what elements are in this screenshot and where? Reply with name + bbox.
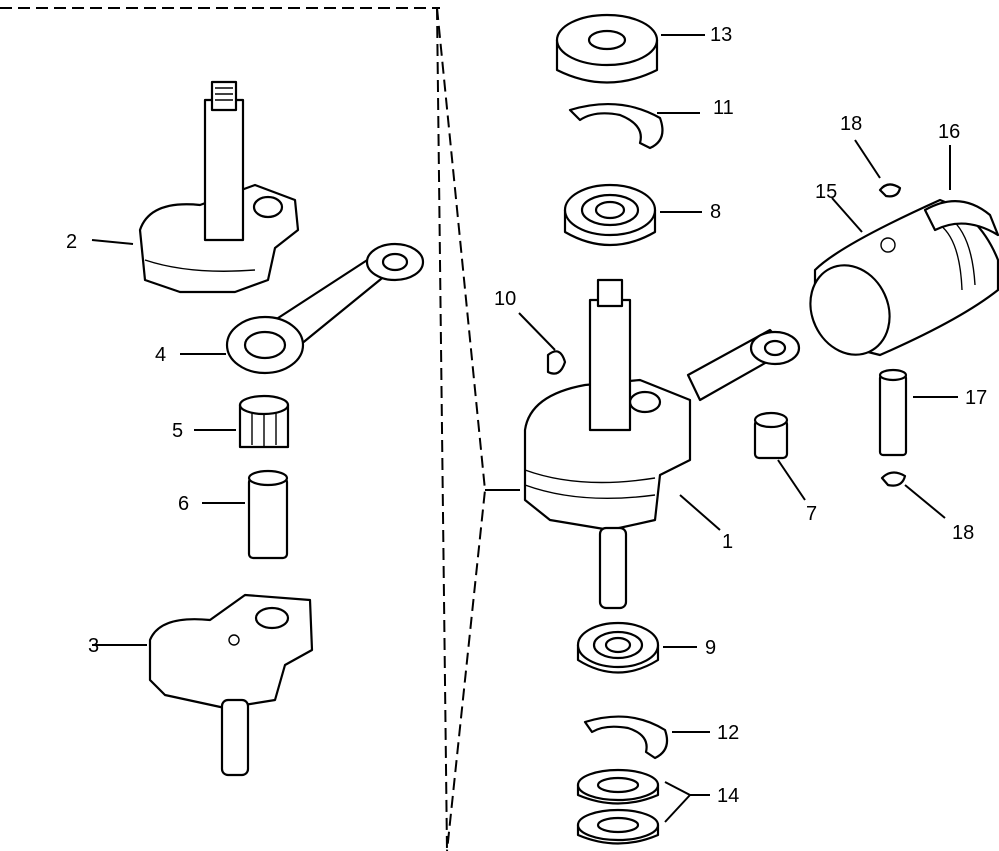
part-15-piston	[809, 198, 999, 357]
callout-14: 14	[717, 785, 739, 807]
callout-labels: 2 3 4 5 6 13 11 8 10 1 7 9 12 14 15 16 1…	[66, 24, 987, 807]
callout-10: 10	[494, 288, 516, 310]
callout-13: 13	[710, 24, 732, 46]
callout-12: 12	[717, 722, 739, 744]
callout-15: 15	[815, 181, 837, 203]
part-11-retaining-ring	[568, 102, 664, 150]
part-3-lower-crank-half	[148, 593, 314, 777]
part-2-upper-crank-half	[138, 80, 300, 294]
part-9-ball-bearing	[576, 621, 660, 674]
part-17-piston-pin	[878, 368, 908, 457]
callout-1: 1	[722, 531, 733, 553]
part-14-oil-seals	[576, 768, 660, 845]
callout-18-top: 18	[840, 113, 862, 135]
callout-11: 11	[713, 97, 734, 119]
part-6-crank-pin	[247, 469, 289, 560]
part-8-ball-bearing	[563, 183, 657, 247]
callout-5: 5	[172, 420, 183, 442]
callout-18-bottom: 18	[952, 522, 974, 544]
part-5-needle-bearing	[238, 394, 290, 449]
part-13-oil-seal-upper	[555, 13, 659, 84]
callout-9: 9	[705, 637, 716, 659]
part-18-clips	[878, 183, 907, 487]
breakout-frame	[0, 7, 520, 851]
callout-6: 6	[178, 493, 189, 515]
part-4-connecting-rod	[225, 242, 425, 375]
part-10-woodruff-key	[546, 350, 567, 375]
callout-7: 7	[806, 503, 817, 525]
callout-3: 3	[88, 635, 99, 657]
part-1-crankshaft-assembly	[523, 278, 801, 610]
part-7-small-end-bearing	[753, 411, 789, 460]
callout-17: 17	[965, 387, 987, 409]
callout-16: 16	[938, 121, 960, 143]
callout-4: 4	[155, 344, 166, 366]
part-12-retaining-ring	[583, 715, 669, 760]
leader-lines	[91, 34, 958, 823]
callout-2: 2	[66, 231, 77, 253]
callout-8: 8	[710, 201, 721, 223]
